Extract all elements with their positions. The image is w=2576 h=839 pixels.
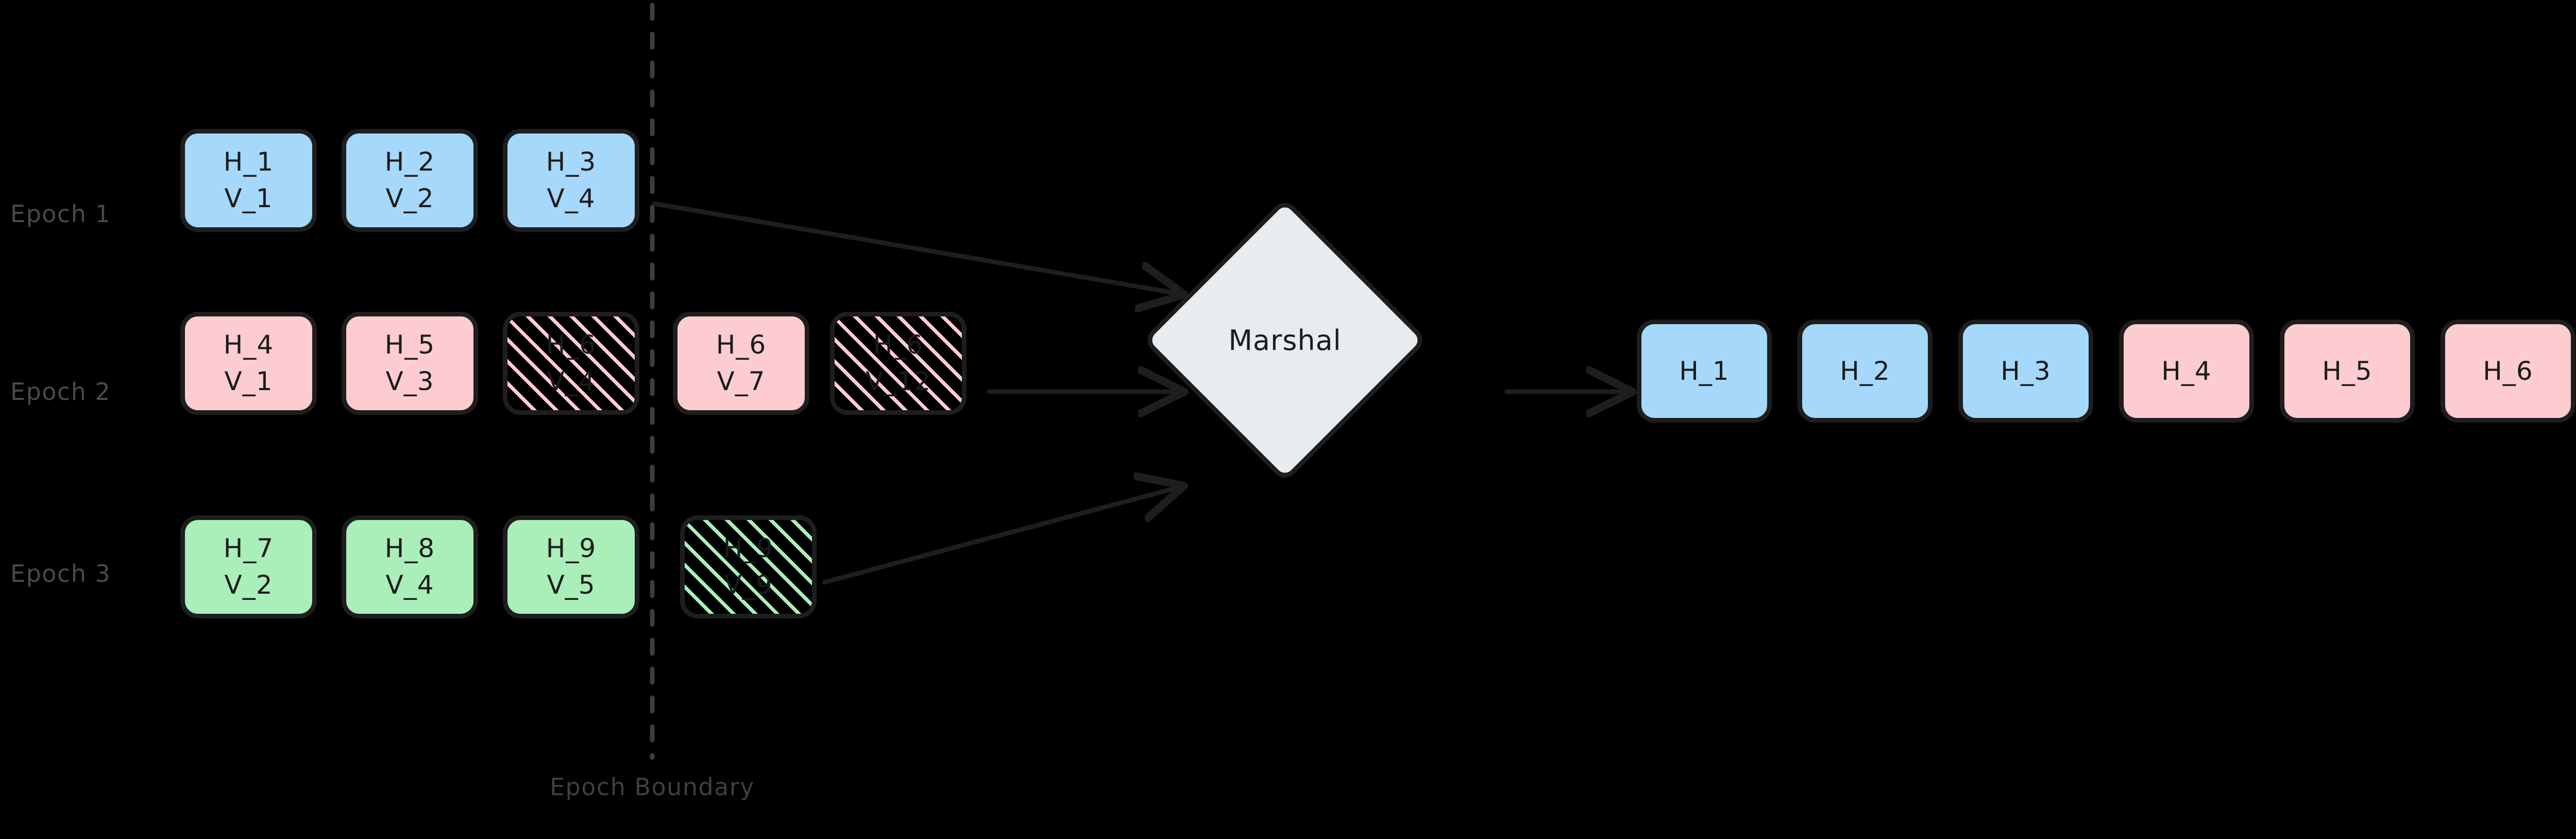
node-version-label: V_4	[547, 366, 596, 396]
epoch1-to-marshal-arrow	[652, 201, 1180, 294]
output-node-1[interactable]: H_1	[1637, 320, 1772, 423]
output-node-4[interactable]: H_4	[2119, 320, 2254, 423]
epoch-boundary-caption: Epoch Boundary	[549, 773, 755, 801]
node-version-label: V_9	[724, 570, 773, 600]
epoch-label-1: Epoch 1	[10, 200, 111, 228]
node-version-label: V_4	[547, 183, 596, 213]
node-version-label: V_7	[717, 366, 766, 396]
epoch-label-2: Epoch 2	[10, 378, 111, 406]
node-head-label: H_4	[223, 330, 274, 360]
node-head-label: H_1	[223, 147, 274, 177]
node-version-label: V_1	[224, 366, 273, 396]
node-version-label: V_12	[866, 366, 931, 396]
output-node-label: H_5	[2322, 356, 2372, 386]
output-node-label: H_1	[1679, 356, 1730, 386]
output-node-label: H_6	[2483, 356, 2533, 386]
node-head-label: H_5	[384, 330, 435, 360]
node-head-label: H_7	[223, 533, 274, 563]
epoch3-to-marshal-arrow	[822, 487, 1180, 585]
output-node-2[interactable]: H_2	[1798, 320, 1933, 423]
output-node-label: H_3	[2001, 356, 2051, 386]
node-head-label: H_8	[384, 533, 435, 563]
node-head-label: H_3	[546, 147, 597, 177]
output-node-3[interactable]: H_3	[1958, 320, 2093, 423]
node-head-label: H_9	[723, 533, 774, 563]
node-head-label: H_6	[873, 330, 924, 360]
output-node-label: H_4	[2161, 356, 2212, 386]
output-node-6[interactable]: H_6	[2441, 320, 2575, 423]
node-head-label: H_6	[716, 330, 767, 360]
node-head-label: H_2	[384, 147, 435, 177]
output-node-5[interactable]: H_5	[2280, 320, 2415, 423]
node-head-label: H_6	[546, 330, 597, 360]
output-node-label: H_2	[1840, 356, 1890, 386]
epoch-label-3: Epoch 3	[10, 560, 111, 588]
node-version-label: V_2	[224, 570, 273, 600]
marshal-label: Marshal	[1228, 324, 1342, 357]
node-version-label: V_3	[385, 366, 434, 396]
marshal-node[interactable]: Marshal	[1142, 197, 1428, 483]
node-version-label: V_1	[224, 183, 273, 213]
node-version-label: V_5	[547, 570, 596, 600]
node-version-label: V_2	[385, 183, 434, 213]
node-version-label: V_4	[385, 570, 434, 600]
node-head-label: H_9	[546, 533, 597, 563]
